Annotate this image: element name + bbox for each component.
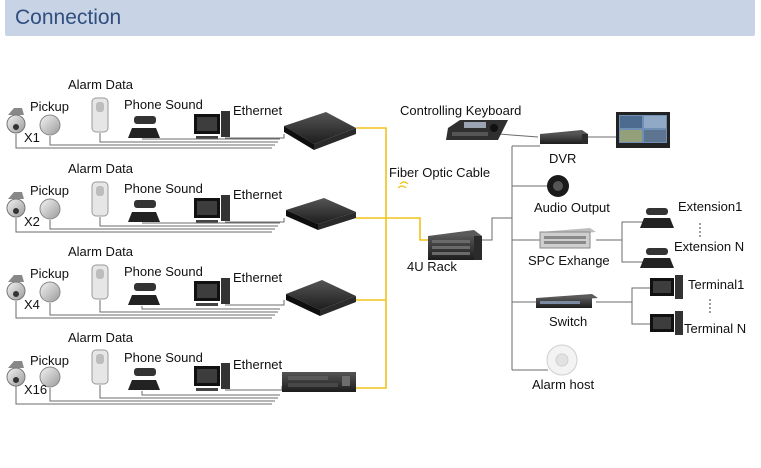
- cctv-camera-icon: [6, 361, 26, 387]
- extension-1-label: Extension1: [678, 199, 743, 214]
- rack-4u-icon: [428, 230, 482, 260]
- fiber-optic-cable-lines: [356, 127, 428, 389]
- terminal-ellipsis-dots: [709, 299, 711, 313]
- pickup-label: Pickup: [30, 183, 70, 198]
- monitor-icon: [616, 112, 670, 148]
- audio-output-label: Audio Output: [534, 200, 610, 215]
- source-row-3: [6, 264, 356, 319]
- cctv-camera-icon: [6, 192, 26, 218]
- cctv-camera-icon: [6, 108, 26, 134]
- alarm-host-label: Alarm host: [532, 377, 595, 392]
- alarm-sensor-icon: [91, 97, 109, 133]
- terminal-1-computer-icon: [650, 275, 683, 299]
- ethernet-label: Ethernet: [233, 357, 283, 372]
- pickup-microphone-icon: [39, 366, 61, 388]
- phone-sound-label: Phone Sound: [124, 181, 203, 196]
- spc-exchange-label: SPC Exhange: [528, 253, 610, 268]
- output-wires: [482, 132, 650, 371]
- computer-icon: [194, 363, 230, 391]
- multiplier-label: X1: [24, 130, 40, 145]
- alarm-sensor-icon: [91, 264, 109, 300]
- alarm-sensor-icon: [91, 349, 109, 385]
- terminal-n-label: Terminal N: [684, 321, 747, 336]
- multiplier-label: X4: [24, 297, 40, 312]
- fiber-optic-cable-label: Fiber Optic Cable: [389, 165, 491, 180]
- alarm-data-label: Alarm Data: [68, 77, 134, 92]
- pickup-label: Pickup: [30, 353, 70, 368]
- pickup-microphone-icon: [39, 114, 61, 136]
- spc-exchange-icon: [539, 228, 596, 249]
- switch-label: Switch: [549, 314, 588, 329]
- telephone-extension-1-icon: [640, 208, 674, 228]
- alarm-sensor-icon: [91, 181, 109, 217]
- alarm-data-label: Alarm Data: [68, 161, 134, 176]
- cctv-camera-icon: [6, 275, 26, 301]
- network-switch-icon: [536, 294, 598, 308]
- section-title: Connection: [15, 6, 122, 29]
- computer-icon: [194, 111, 230, 139]
- dvr-icon: [540, 130, 588, 144]
- telephone-icon: [128, 283, 160, 305]
- telephone-extension-n-icon: [640, 248, 674, 268]
- pickup-microphone-icon: [39, 281, 61, 303]
- rack-4u-label: 4U Rack: [407, 259, 457, 274]
- source-row-2: [6, 181, 356, 233]
- computer-icon: [194, 195, 230, 223]
- controlling-keyboard-label: Controlling Keyboard: [400, 103, 522, 118]
- audio-output-speaker-icon: [547, 175, 569, 197]
- fiber-transceiver-1: [284, 112, 356, 150]
- alarm-host-icon: [546, 344, 578, 376]
- multiplier-label: X16: [24, 382, 48, 397]
- multiplier-label: X2: [24, 214, 40, 229]
- ethernet-label: Ethernet: [233, 270, 283, 285]
- phone-sound-label: Phone Sound: [124, 350, 203, 365]
- section-header: Connection: [5, 0, 755, 36]
- source-row-4: [6, 349, 356, 405]
- pickup-label: Pickup: [30, 99, 70, 114]
- terminal-n-computer-icon: [650, 311, 683, 335]
- telephone-icon: [128, 116, 160, 138]
- dvr-label: DVR: [549, 151, 577, 166]
- fiber-transceiver-3: [286, 280, 356, 316]
- fiber-transceiver-2: [286, 198, 356, 230]
- computer-icon: [194, 278, 230, 306]
- source-row-1: [6, 97, 356, 150]
- terminal-1-label: Terminal1: [688, 277, 745, 292]
- pickup-label: Pickup: [30, 266, 70, 281]
- pickup-microphone-icon: [39, 198, 61, 220]
- ethernet-label: Ethernet: [233, 187, 283, 202]
- alarm-data-label: Alarm Data: [68, 244, 134, 259]
- extension-n-label: Extension N: [674, 239, 745, 254]
- phone-sound-label: Phone Sound: [124, 264, 203, 279]
- controlling-keyboard-icon: [446, 120, 508, 140]
- alarm-data-label: Alarm Data: [68, 330, 134, 345]
- telephone-icon: [128, 368, 160, 390]
- fiber-rack-transceiver-4: [282, 372, 356, 392]
- telephone-icon: [128, 200, 160, 222]
- ethernet-label: Ethernet: [233, 103, 283, 118]
- extension-ellipsis-dots: [699, 223, 701, 237]
- phone-sound-label: Phone Sound: [124, 97, 203, 112]
